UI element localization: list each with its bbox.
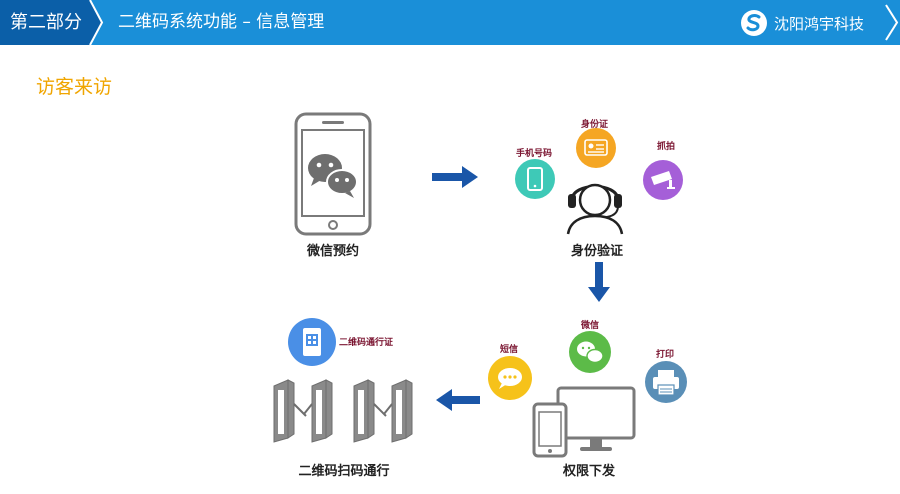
- brand-logo-icon: [741, 10, 767, 36]
- wechat-booking-label: 微信预约: [306, 244, 359, 259]
- turnstile-gates-icon: [273, 379, 413, 443]
- identity-verification-label: 身份验证: [570, 244, 623, 259]
- mobile-phone-icon: [515, 159, 555, 199]
- channel-sms-label: 短信: [500, 345, 519, 355]
- wechat-icon: [569, 331, 611, 373]
- arrow-down-icon: [588, 262, 610, 302]
- page-heading: 访客来访: [36, 76, 113, 98]
- part-label: 第二部分: [10, 12, 82, 33]
- channel-print-label: 打印: [656, 350, 675, 360]
- brand: 沈阳鸿宇科技: [740, 9, 864, 37]
- camera-icon: [643, 160, 683, 200]
- id-card-icon: [576, 128, 616, 168]
- devices-icon: [532, 386, 636, 458]
- option-idcard-label: 身份证: [581, 120, 609, 130]
- operator-headset-icon: [566, 183, 624, 235]
- section-title: 二维码系统功能 – 信息管理: [118, 12, 325, 32]
- next-chevron-icon[interactable]: [885, 4, 899, 41]
- option-snapshot-label: 抓拍: [657, 142, 676, 152]
- arrow-right-icon: [432, 166, 478, 188]
- qr-pass-icon: [288, 318, 336, 366]
- header-bar: 第二部分 二维码系统功能 – 信息管理 沈阳鸿宇科技: [0, 0, 900, 45]
- option-mobile-label: 手机号码: [516, 149, 553, 159]
- qr-pass-badge-label: 二维码通行证: [339, 338, 394, 348]
- qr-scan-pass-label: 二维码扫码通行: [298, 464, 390, 479]
- permission-issue-label: 权限下发: [562, 464, 615, 479]
- brand-name: 沈阳鸿宇科技: [774, 14, 865, 33]
- wechat-phone-icon: [294, 112, 372, 236]
- sms-icon: [488, 356, 532, 400]
- printer-icon: [645, 361, 687, 403]
- arrow-left-icon: [436, 389, 480, 411]
- channel-wechat-label: 微信: [581, 321, 600, 331]
